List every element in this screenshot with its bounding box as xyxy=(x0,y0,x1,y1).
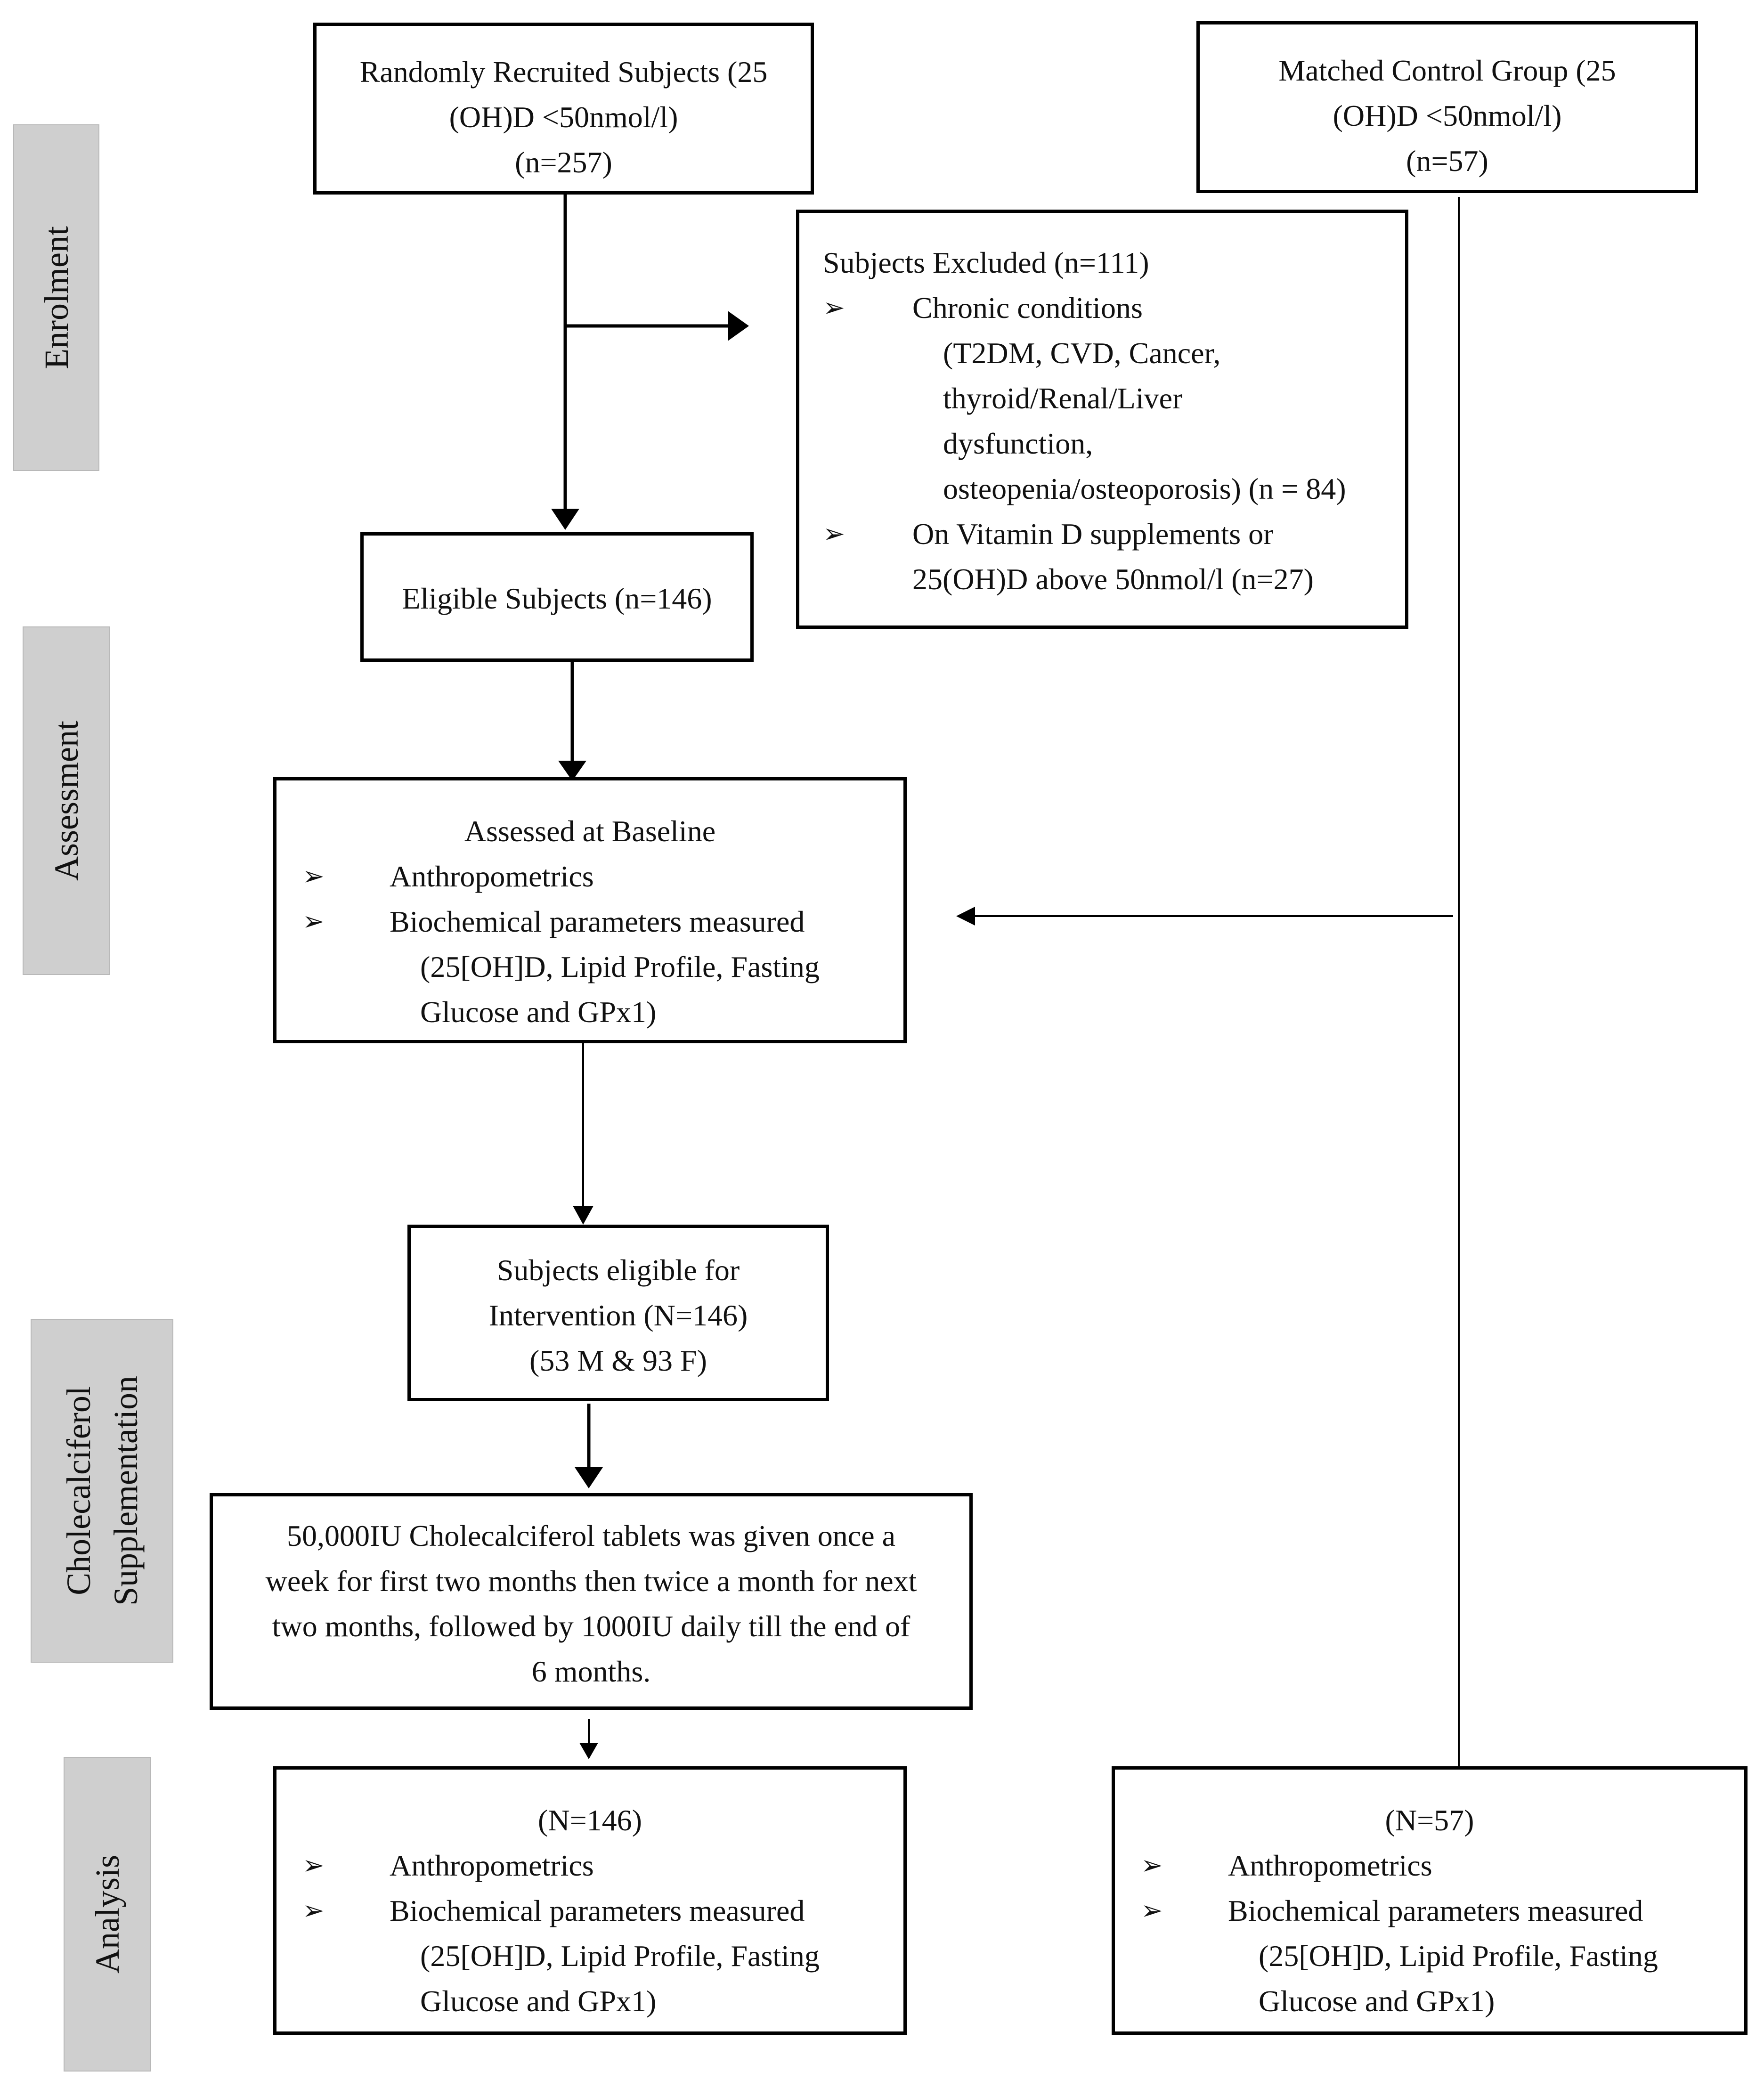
intervention-line1: Subjects eligible for xyxy=(496,1253,740,1287)
arrowhead-eligible xyxy=(551,509,579,530)
analysis-control-bullet2-icon: ➢ xyxy=(1141,1896,1163,1925)
excluded-item1-line5: osteopenia/osteoporosis) (n = 84) xyxy=(943,472,1346,505)
arrowhead-excluded xyxy=(728,311,749,341)
baseline-bullet1-icon: ➢ xyxy=(302,862,325,891)
analysis-treated-bullet1-icon: ➢ xyxy=(302,1851,325,1880)
stage-enrolment: Enrolment xyxy=(13,124,99,471)
dosing-line1: 50,000IU Cholecalciferol tablets was giv… xyxy=(287,1519,895,1552)
analysis-treated-item1: Anthropometrics xyxy=(390,1849,594,1882)
intervention-line3: (53 M & 93 F) xyxy=(529,1344,707,1377)
baseline-item2-line2: (25[OH]D, Lipid Profile, Fasting xyxy=(420,950,820,983)
arrowhead-baseline xyxy=(558,761,586,781)
control-line3: (n=57) xyxy=(1406,144,1488,178)
analysis-control-item1: Anthropometrics xyxy=(1228,1849,1432,1882)
arrowhead-dosing xyxy=(575,1467,603,1488)
control-line2: (OH)D <50nmol/l) xyxy=(1333,99,1562,132)
excluded-item2-line1: On Vitamin D supplements or xyxy=(912,517,1274,551)
analysis-treated-item2-line3: Glucose and GPx1) xyxy=(420,1984,657,2018)
excluded-bullet1-icon: ➢ xyxy=(823,293,845,323)
control-box: Matched Control Group (25 (OH)D <50nmol/… xyxy=(1196,21,1698,193)
excluded-bullet2-icon: ➢ xyxy=(823,520,845,549)
baseline-item2-line3: Glucose and GPx1) xyxy=(420,995,657,1029)
stage-assessment: Assessment xyxy=(23,626,110,975)
excluded-item1-line4: dysfunction, xyxy=(943,427,1093,460)
dosing-box: 50,000IU Cholecalciferol tablets was giv… xyxy=(210,1493,973,1710)
baseline-item1: Anthropometrics xyxy=(390,860,594,893)
analysis-treated-bullet2-icon: ➢ xyxy=(302,1896,325,1925)
eligible-label: Eligible Subjects (n=146) xyxy=(402,582,712,615)
intervention-line2: Intervention (N=146) xyxy=(488,1299,748,1332)
dosing-line4: 6 months. xyxy=(531,1655,651,1688)
baseline-box: Assessed at Baseline ➢ Anthropometrics ➢… xyxy=(273,777,907,1043)
excluded-item1-line3: thyroid/Renal/Liver xyxy=(943,382,1183,415)
analysis-control-item2-line1: Biochemical parameters measured xyxy=(1228,1894,1643,1927)
dosing-line2: week for first two months then twice a m… xyxy=(265,1564,917,1598)
excluded-title: Subjects Excluded (n=111) xyxy=(823,246,1149,279)
analysis-treated-item2-line2: (25[OH]D, Lipid Profile, Fasting xyxy=(420,1939,820,1973)
excluded-box: Subjects Excluded (n=111) ➢ Chronic cond… xyxy=(796,210,1408,629)
analysis-control-item2-line3: Glucose and GPx1) xyxy=(1259,1984,1495,2018)
excluded-item1-line2: (T2DM, CVD, Cancer, xyxy=(943,336,1221,370)
recruited-line1: Randomly Recruited Subjects (25 xyxy=(359,55,768,89)
arrowhead-analysis xyxy=(579,1743,598,1759)
baseline-item2-line1: Biochemical parameters measured xyxy=(390,905,805,938)
intervention-box: Subjects eligible for Intervention (N=14… xyxy=(407,1225,829,1401)
control-line1: Matched Control Group (25 xyxy=(1278,54,1616,87)
analysis-control-bullet1-icon: ➢ xyxy=(1141,1851,1163,1880)
arrowhead-control-baseline xyxy=(956,907,975,926)
arrowhead-intervention xyxy=(573,1206,593,1225)
baseline-title: Assessed at Baseline xyxy=(464,814,716,848)
excluded-item2-line2: 25(OH)D above 50nmol/l (n=27) xyxy=(912,562,1314,596)
stage-analysis: Analysis xyxy=(64,1757,151,2072)
baseline-bullet2-icon: ➢ xyxy=(302,907,325,936)
analysis-control-item2-line2: (25[OH]D, Lipid Profile, Fasting xyxy=(1259,1939,1658,1973)
recruited-box: Randomly Recruited Subjects (25 (OH)D <5… xyxy=(313,23,814,195)
excluded-item1-line1: Chronic conditions xyxy=(912,291,1143,325)
recruited-line3: (n=257) xyxy=(515,146,612,179)
recruited-line2: (OH)D <50nmol/l) xyxy=(449,100,678,134)
analysis-treated-box: (N=146) ➢ Anthropometrics ➢ Biochemical … xyxy=(273,1766,907,2035)
stage-supplementation: Cholecalciferol Supplementation xyxy=(31,1319,173,1663)
analysis-treated-title: (N=146) xyxy=(538,1804,642,1837)
analysis-control-title: (N=57) xyxy=(1385,1804,1474,1837)
eligible-box: Eligible Subjects (n=146) xyxy=(360,532,754,662)
analysis-control-box: (N=57) ➢ Anthropometrics ➢ Biochemical p… xyxy=(1112,1766,1748,2035)
dosing-line3: two months, followed by 1000IU daily til… xyxy=(272,1609,910,1643)
analysis-treated-item2-line1: Biochemical parameters measured xyxy=(390,1894,805,1927)
